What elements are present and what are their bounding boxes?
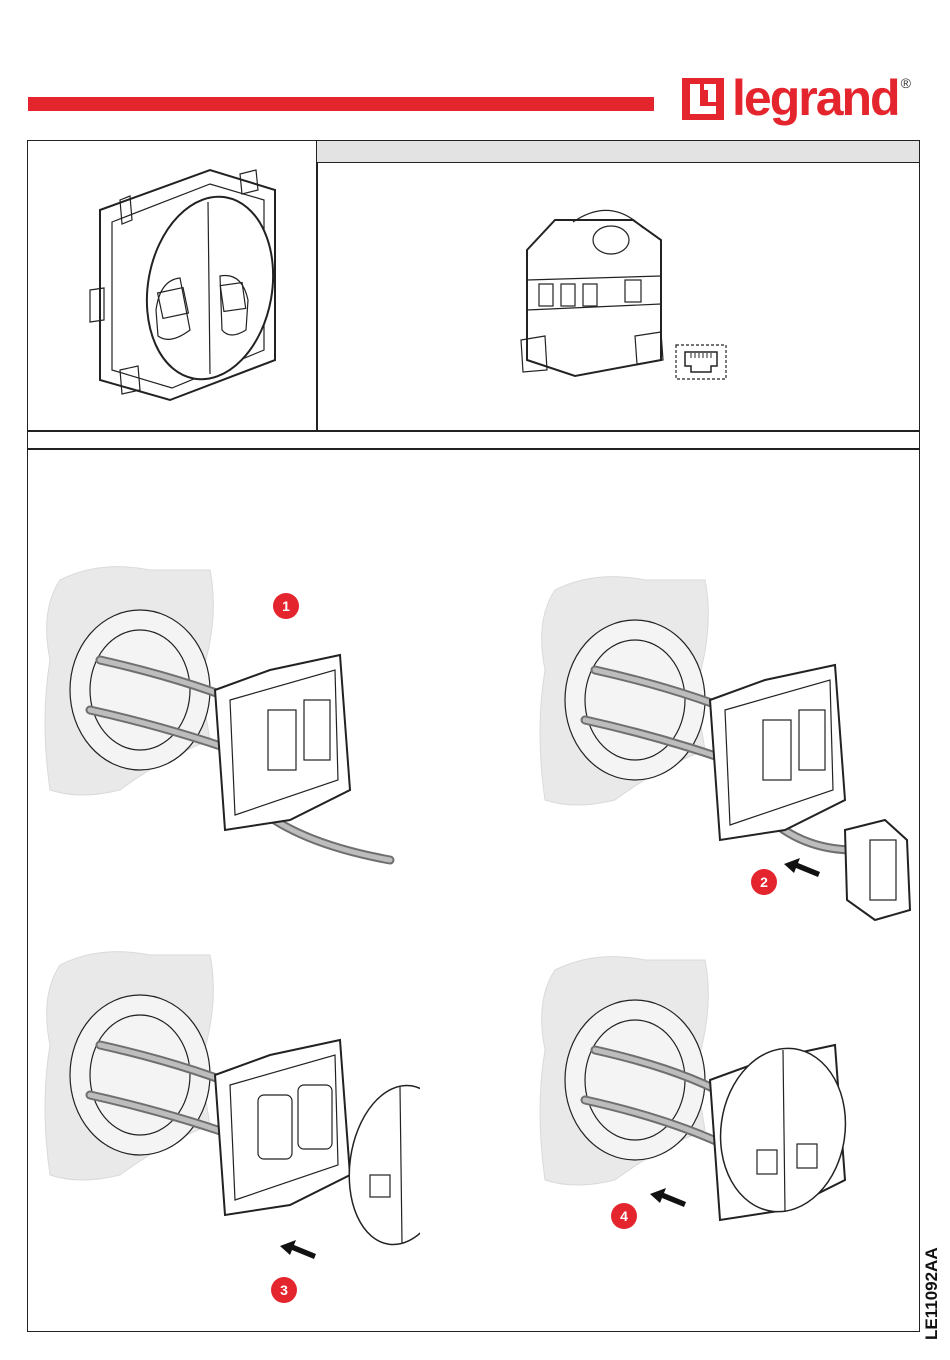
step-3-badge: 3 bbox=[270, 1276, 298, 1309]
step-2-number: 2 bbox=[760, 874, 768, 890]
step-4-badge: 4 bbox=[610, 1202, 638, 1235]
registered-mark: ® bbox=[901, 74, 911, 92]
document-reference: LE11092AA bbox=[922, 1247, 942, 1340]
step-2-illustration bbox=[535, 570, 915, 930]
header-strip bbox=[317, 141, 919, 163]
step-2-arrow-icon bbox=[782, 858, 822, 882]
step-4-arrow-icon bbox=[648, 1188, 688, 1212]
step-4-illustration bbox=[535, 950, 865, 1250]
step-2-badge: 2 bbox=[750, 868, 778, 901]
header-red-bar bbox=[28, 97, 654, 111]
double-rj45-outlet-illustration bbox=[60, 160, 290, 410]
step-1-badge: 1 bbox=[272, 592, 300, 625]
step-1-illustration bbox=[40, 560, 410, 890]
rj45-socket-icon bbox=[675, 344, 727, 380]
step-3-arrow-icon bbox=[278, 1240, 318, 1264]
step-3-illustration bbox=[40, 945, 420, 1265]
step-4-number: 4 bbox=[620, 1208, 628, 1224]
legrand-logo: legrand ® bbox=[680, 70, 911, 132]
frame-divider-top bbox=[28, 430, 919, 432]
rj45-connector-module-illustration bbox=[515, 200, 675, 385]
frame-divider-bottom bbox=[28, 448, 919, 450]
legrand-logo-mark bbox=[680, 76, 726, 122]
step-1-number: 1 bbox=[282, 598, 290, 614]
step-3-number: 3 bbox=[280, 1282, 288, 1298]
frame-divider-vertical bbox=[316, 141, 318, 431]
legrand-wordmark: legrand bbox=[732, 70, 899, 126]
